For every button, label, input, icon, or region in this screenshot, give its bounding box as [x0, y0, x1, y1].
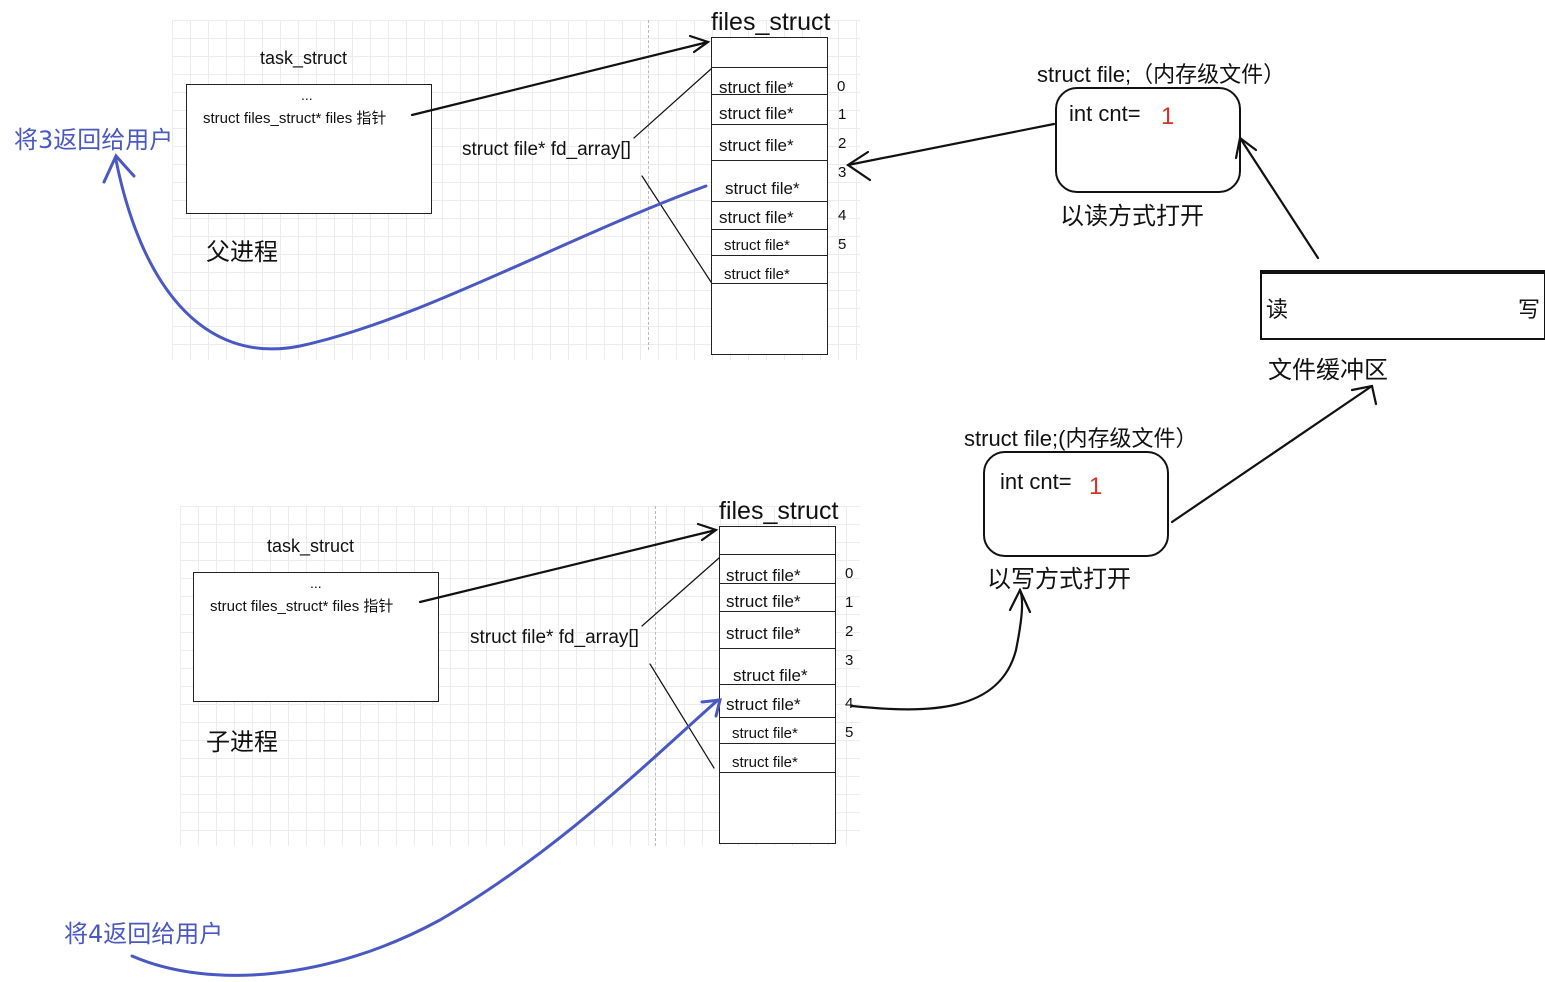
child-fd-array-line-lower — [649, 663, 715, 769]
child-fd-entry-5: struct file* — [732, 725, 798, 742]
child-fd-index-3: 3 — [845, 652, 854, 669]
parent-row-line — [712, 283, 827, 284]
child-fd-entry-3: struct file* — [733, 666, 808, 685]
child-task-dots: ... — [310, 575, 322, 591]
parent-fd-array-line — [633, 68, 712, 139]
child-files-struct-table: struct file* struct file* struct file* s… — [719, 526, 836, 844]
child-files-pointer-arrowhead — [696, 522, 719, 542]
write-to-buffer-arrowhead — [1350, 384, 1378, 406]
child-return-curve — [130, 698, 720, 977]
parent-fd-entry-1: struct file* — [719, 104, 794, 123]
write-mode-label: 以写方式打开 — [987, 565, 1131, 593]
parent-return-curve — [114, 158, 708, 351]
write-file-box: int cnt= 1 — [983, 451, 1169, 557]
parent-fd-index-5: 5 — [838, 236, 847, 253]
child-task-struct-label: task_struct — [267, 536, 355, 556]
read-file-arrowhead — [846, 150, 872, 182]
child-row-line — [720, 743, 835, 744]
parent-task-struct-box: ... struct files_struct* files 指针 — [186, 84, 432, 214]
child-fd-index-2: 2 — [845, 623, 854, 640]
read-file-to-fd3-arrow — [846, 122, 1056, 167]
file-buffer-label: 文件缓冲区 — [1268, 356, 1388, 384]
parent-fd-index-1: 1 — [838, 106, 847, 123]
parent-fd-index-2: 2 — [838, 135, 847, 152]
child-fd-entry-0: struct file* — [726, 566, 801, 585]
parent-fd-entry-4: struct file* — [719, 208, 794, 227]
parent-files-struct-title: files_struct — [711, 8, 831, 36]
parent-row-line — [712, 94, 827, 95]
write-file-to-buffer-arrow — [1170, 384, 1374, 524]
file-buffer-box: 读 写 — [1260, 270, 1545, 340]
child-fd-entry-2: struct file* — [726, 624, 801, 643]
parent-fd-array-label: struct file* fd_array[] — [462, 139, 631, 160]
parent-fd-index-0: 0 — [837, 78, 846, 95]
child-row-line — [720, 583, 835, 584]
write-file-title: struct file;(内存级文件） — [964, 426, 1198, 451]
child-row-line — [720, 684, 835, 685]
child-fd-index-0: 0 — [845, 565, 854, 582]
fd4-to-write-file-curve — [850, 588, 1024, 711]
parent-fd-entry-2: struct file* — [719, 136, 794, 155]
child-files-struct-title: files_struct — [719, 497, 839, 525]
child-files-pointer-arrow — [418, 528, 718, 604]
child-fd-entry-4: struct file* — [726, 695, 801, 714]
child-fd-array-line — [641, 557, 720, 627]
parent-row-line — [712, 67, 827, 68]
parent-fd-entry-6: struct file* — [724, 266, 790, 283]
parent-task-dots: ... — [301, 87, 313, 103]
parent-files-pointer-arrow — [410, 40, 710, 117]
write-file-cnt-label: int cnt= — [1000, 469, 1072, 494]
buffer-arrowhead — [1234, 136, 1258, 160]
child-row-line — [720, 611, 835, 612]
parent-fd-entry-3: struct file* — [725, 179, 800, 198]
parent-row-line — [712, 124, 827, 125]
parent-fd-index-4: 4 — [838, 207, 847, 224]
parent-fd-array-line-lower — [641, 175, 712, 283]
buffer-write-end: 写 — [1518, 298, 1541, 323]
child-files-pointer-label: struct files_struct* files 指针 — [210, 598, 394, 615]
parent-task-struct-label: task_struct — [260, 48, 348, 68]
parent-fd-entry-5: struct file* — [724, 237, 790, 254]
child-process-label: 子进程 — [206, 728, 278, 756]
read-file-box: int cnt= 1 — [1055, 87, 1241, 193]
child-fd-entry-6: struct file* — [732, 754, 798, 771]
parent-row-line — [712, 255, 827, 256]
parent-files-pointer-arrowhead — [688, 34, 711, 54]
parent-return-arrowhead — [102, 153, 136, 184]
child-fd-array-label: struct file* fd_array[] — [470, 627, 639, 648]
read-file-cnt-value: 1 — [1161, 103, 1175, 130]
parent-row-line — [712, 229, 827, 230]
write-file-cnt-value: 1 — [1089, 473, 1103, 500]
parent-files-struct-table: struct file* struct file* struct file* s… — [711, 37, 828, 355]
buffer-to-read-file-arrow — [1238, 136, 1320, 260]
child-divider — [655, 506, 656, 846]
parent-fd-entry-0: struct file* — [719, 78, 794, 97]
write-file-arrowhead — [1008, 587, 1032, 614]
parent-fd-index-3: 3 — [838, 164, 847, 181]
child-row-line — [720, 554, 835, 555]
parent-process-label: 父进程 — [206, 238, 278, 266]
buffer-read-end: 读 — [1266, 298, 1289, 323]
child-fd-entry-1: struct file* — [726, 592, 801, 611]
child-row-line — [720, 717, 835, 718]
parent-row-line — [712, 201, 827, 202]
parent-files-pointer-label: struct files_struct* files 指针 — [203, 110, 387, 127]
read-file-cnt-label: int cnt= — [1069, 101, 1141, 126]
parent-row-line — [712, 160, 827, 161]
child-task-struct-box: ... struct files_struct* files 指针 — [193, 572, 439, 702]
child-fd-index-5: 5 — [845, 724, 854, 741]
read-file-title: struct file;（内存级文件） — [1037, 62, 1286, 87]
parent-return-note: 将3返回给用户 — [14, 126, 174, 154]
child-row-line — [720, 648, 835, 649]
child-return-arrowhead — [700, 698, 722, 718]
child-fd-index-1: 1 — [845, 594, 854, 611]
child-row-line — [720, 772, 835, 773]
read-mode-label: 以读方式打开 — [1060, 202, 1204, 230]
child-return-note: 将4返回给用户 — [64, 920, 224, 948]
child-fd-index-4: 4 — [845, 695, 854, 712]
